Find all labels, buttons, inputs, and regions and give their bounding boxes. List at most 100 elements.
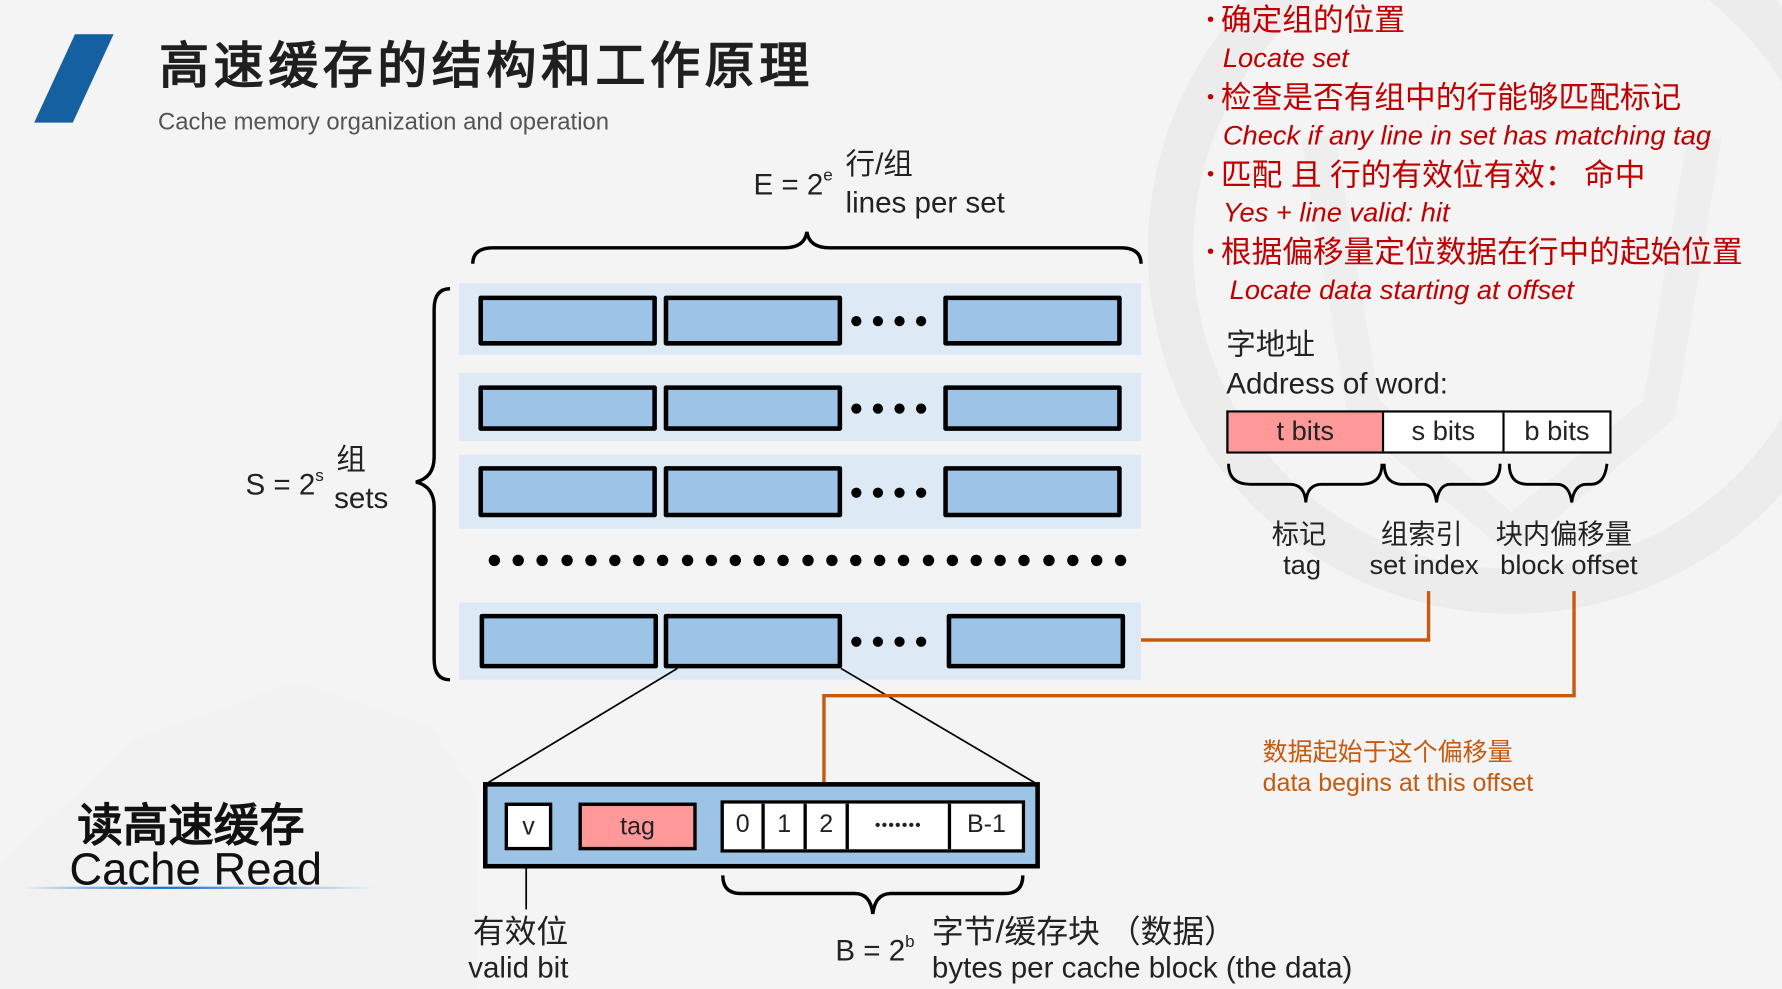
byte-cell: 2 [806, 803, 849, 850]
ellipsis-dot [801, 554, 814, 567]
address-title-zh: 字地址 [1226, 327, 1315, 362]
offset-note-en: data begins at this offset [1262, 768, 1534, 797]
set-index-en: set index [1369, 550, 1479, 581]
ellipsis-dot [1018, 554, 1031, 567]
data-block: 0 1 2 ••••••• B-1 [720, 800, 1026, 853]
cache-line [663, 466, 843, 518]
formula-base: B = 2 [835, 933, 906, 968]
tag-cell: tag [578, 802, 697, 851]
ellipsis-dot [851, 636, 862, 647]
sets-formula: S = 2s [245, 466, 323, 502]
section-title-zh: 读高速缓存 [77, 800, 305, 853]
formula-exponent: b [905, 932, 915, 952]
cache-line [946, 613, 1126, 669]
ellipsis-dot [777, 554, 790, 567]
page-subtitle: Cache memory organization and operation [157, 109, 610, 136]
step-en: Check if any line in set has matching ta… [1222, 120, 1712, 152]
steps-list: 确定组的位置 Locate set 检查是否有组中的行能够匹配标记 Check … [1207, 0, 1743, 309]
ellipsis-dot [1042, 554, 1055, 567]
set-index-field-brace [1382, 463, 1502, 503]
ellipsis-dot [872, 636, 884, 647]
block-formula: B = 2b [835, 932, 914, 968]
ellipsis-dot [894, 487, 905, 498]
ellipsis-dot [872, 403, 884, 414]
cache-line [943, 295, 1122, 346]
lines-per-set-brace [471, 231, 1143, 264]
step-item: 匹配 且 行的有效位有效： 命中 Yes + line valid: hit [1207, 155, 1743, 232]
step-en: Locate set [1222, 43, 1349, 74]
ellipsis-dot [1091, 554, 1103, 567]
tag-bits-field: t bits [1228, 412, 1385, 452]
byte-cell: 1 [764, 803, 807, 850]
lines-per-set-zh: 行/组 [845, 146, 913, 181]
step-item: 根据偏移量定位数据在行中的起始位置 Locate data starting a… [1207, 232, 1743, 309]
cache-line-selected [663, 613, 843, 669]
ellipsis-dot [1115, 554, 1127, 567]
sets-brace [415, 287, 451, 682]
ellipsis-dot [753, 554, 766, 567]
ellipsis-dot [851, 403, 862, 414]
set-index-zh: 组索引 [1380, 519, 1463, 551]
block-offset-pointer [822, 591, 1576, 802]
zoom-line-left [484, 667, 678, 786]
section-title-en: Cache Read [69, 844, 323, 895]
step-zh: 检查是否有组中的行能够匹配标记 [1207, 77, 1743, 117]
ellipsis-dot [874, 554, 886, 567]
formula-exponent: e [823, 165, 833, 186]
step-en: Locate data starting at offset [1229, 275, 1574, 306]
ellipsis-dot [916, 403, 927, 414]
valid-bit-en: valid bit [468, 950, 569, 985]
block-offset-field-brace [1507, 463, 1609, 503]
cache-set [459, 283, 1142, 355]
ellipsis-dot [922, 554, 934, 567]
step-item: 确定组的位置 Locate set [1207, 0, 1743, 77]
ellipsis-dot [585, 554, 597, 567]
cache-line [663, 295, 843, 346]
lines-per-set-formula: E = 2e [753, 166, 832, 202]
tag-field-en: tag [1283, 550, 1322, 581]
ellipsis-dot [825, 554, 838, 567]
ellipsis-dot [851, 487, 862, 498]
block-bytes-brace [721, 875, 1025, 915]
ellipsis-dot [872, 316, 884, 327]
page-title: 高速缓存的结构和工作原理 [159, 37, 814, 96]
block-en: bytes per cache block (the data) [931, 950, 1353, 985]
ellipsis-dot [681, 554, 693, 567]
ellipsis-dot [894, 403, 905, 414]
ellipsis-dot [536, 554, 549, 567]
address-title-en: Address of word: [1226, 366, 1448, 401]
cache-line [943, 466, 1122, 518]
block-zh: 字节/缓存块 （数据） [931, 913, 1236, 950]
ellipsis-dot [894, 316, 905, 327]
offset-note-zh: 数据起始于这个偏移量 [1262, 737, 1513, 767]
lines-per-set-en: lines per set [845, 185, 1005, 220]
offset-bits-field: b bits [1504, 412, 1610, 452]
formula-exponent: s [315, 466, 324, 486]
step-item: 检查是否有组中的行能够匹配标记 Check if any line in set… [1207, 77, 1743, 154]
ellipsis-dot [946, 554, 958, 567]
address-fields: t bits s bits b bits [1226, 410, 1612, 454]
ellipsis-dot [488, 554, 501, 567]
ellipsis-dot [898, 554, 910, 567]
ellipsis-dot [560, 554, 573, 567]
cache-line [479, 613, 659, 669]
sets-zh: 组 [336, 442, 366, 477]
ellipsis-dot [916, 487, 927, 498]
step-en: Yes + line valid: hit [1222, 197, 1450, 229]
ellipsis-dot [872, 487, 884, 498]
cache-line [478, 466, 657, 518]
ellipsis-dot [894, 636, 905, 647]
sets-en: sets [334, 480, 389, 515]
ellipsis-dot [916, 636, 927, 647]
ellipsis-dot [512, 554, 525, 567]
cache-set-selected [459, 602, 1142, 680]
ellipsis-dot [729, 554, 741, 567]
valid-bit-cell: v [504, 802, 553, 851]
byte-cell: 0 [723, 803, 765, 850]
ellipsis-dot [609, 554, 621, 567]
ellipsis-dot [851, 316, 862, 327]
cache-line [478, 385, 657, 431]
cache-line [663, 385, 843, 431]
set-index-pointer [1141, 591, 1431, 642]
